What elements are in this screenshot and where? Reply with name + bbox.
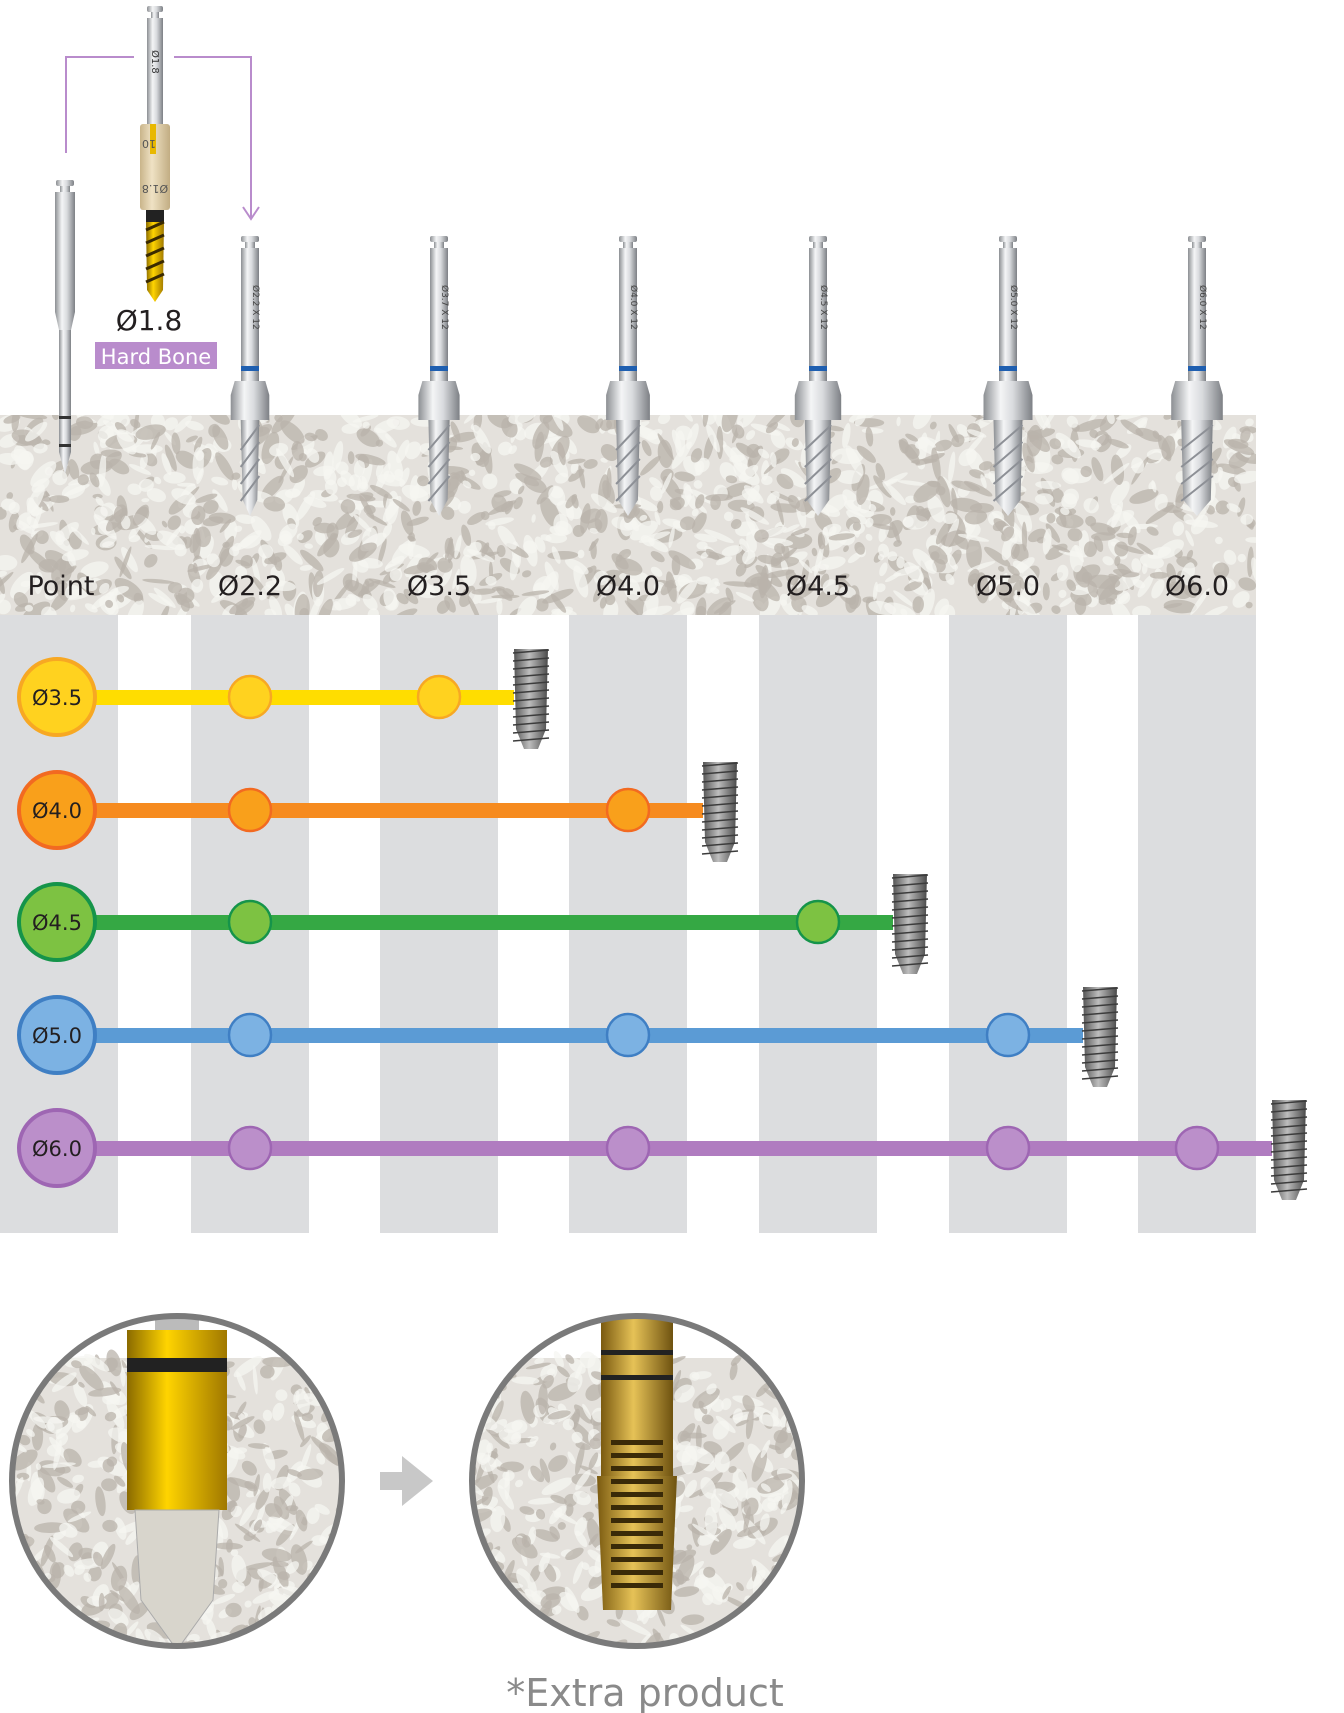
bottom-illustrations	[9, 1313, 805, 1649]
sequence-row-2: Ø4.5	[17, 874, 929, 974]
drill-in-bone-illustration	[9, 1313, 345, 1649]
implant-size-label: Ø4.0	[32, 799, 82, 823]
drill-d45: Ø4.5 X 12	[794, 236, 842, 516]
implant-placed-illustration	[469, 1313, 805, 1649]
hard-bone-tag-bg	[95, 342, 217, 369]
drill-label-d50: Ø5.0	[976, 571, 1040, 602]
sequence-row-0: Ø3.5	[17, 649, 550, 749]
drill-label-d40: Ø4.0	[596, 571, 660, 602]
sequence-rows: Ø3.5Ø4.0Ø4.5Ø5.0Ø6.0	[17, 649, 1308, 1200]
implant-size-badge	[17, 770, 97, 850]
step-dot-d40	[605, 1125, 651, 1171]
drill-d22: Ø2.2 X 12	[230, 236, 270, 516]
implant-icon	[701, 762, 739, 862]
drill-d50: Ø5.0 X 12	[983, 236, 1033, 516]
hard-bone-tag: Hard Bone	[101, 345, 211, 369]
implant-size-label: Ø4.5	[32, 911, 82, 935]
step-dot-d40	[605, 787, 651, 833]
extra-product-caption: *Extra product	[506, 1671, 784, 1713]
sequence-line	[57, 803, 703, 818]
implant-icon	[1081, 987, 1119, 1087]
svg-text:Ø1.8: Ø1.8	[142, 182, 168, 195]
sequence-row-3: Ø5.0	[17, 987, 1119, 1087]
svg-text:Ø1.8: Ø1.8	[149, 50, 161, 74]
step-dot-d22	[227, 787, 273, 833]
drill-shank-text: Ø4.5 X 12	[818, 285, 829, 330]
implant-size-badge	[17, 882, 97, 962]
step-dot-d45	[795, 899, 841, 945]
sequence-line	[57, 915, 893, 930]
implant-size-label: Ø6.0	[32, 1137, 82, 1161]
drill-label-d35: Ø3.5	[407, 571, 471, 602]
hard-bone-bracket	[65, 56, 260, 221]
implant-size-badge	[17, 1108, 97, 1188]
implant-icon	[1270, 1100, 1308, 1200]
step-dot-d60	[1174, 1125, 1220, 1171]
step-dot-d50	[985, 1125, 1031, 1171]
sequence-row-1: Ø4.0	[17, 762, 739, 862]
step-dot-d22	[227, 899, 273, 945]
implant-size-label: Ø5.0	[32, 1024, 82, 1048]
pilot-drill-label: Ø1.8	[116, 304, 183, 337]
sequence-row-4: Ø6.0	[17, 1100, 1308, 1200]
arrow-right-icon	[380, 1456, 433, 1506]
drill-shank-text: Ø3.7 X 12	[439, 285, 450, 330]
implant-icon	[512, 649, 550, 749]
drill-label-d60: Ø6.0	[1165, 571, 1229, 602]
step-dot-d50	[985, 1012, 1031, 1058]
drill-shank-text: Ø4.0 X 12	[628, 285, 639, 330]
drill-shank-text: Ø5.0 X 12	[1008, 285, 1019, 330]
drill-d35: Ø3.7 X 12	[418, 236, 460, 516]
step-dot-d22	[227, 1012, 273, 1058]
drill-label-d45: Ø4.5	[786, 571, 850, 602]
drill-label-point: Point	[27, 571, 94, 602]
arrow-down-icon	[242, 206, 260, 221]
svg-text:10: 10	[142, 137, 156, 150]
step-dot-d35	[416, 674, 462, 720]
drill-labels: Point Ø2.2 Ø3.5 Ø4.0 Ø4.5 Ø5.0 Ø6.0	[27, 571, 1229, 602]
sequence-line	[57, 690, 514, 705]
sequence-line	[57, 1028, 1083, 1043]
implant-size-label: Ø3.5	[32, 686, 82, 710]
implant-icon	[891, 874, 929, 974]
drill-shank-text: Ø6.0 X 12	[1197, 285, 1208, 330]
drill-d40: Ø4.0 X 12	[606, 236, 650, 516]
step-dot-d22	[227, 674, 273, 720]
drill-shank-text: Ø2.2 X 12	[250, 285, 261, 330]
sequence-line	[57, 1141, 1272, 1156]
step-dot-d22	[227, 1125, 273, 1171]
drill-d60: Ø6.0 X 12	[1171, 236, 1223, 516]
drill-point	[55, 180, 75, 474]
step-dot-d40	[605, 1012, 651, 1058]
implant-size-badge	[17, 995, 97, 1075]
drill-label-d22: Ø2.2	[218, 571, 282, 602]
implant-size-badge	[17, 657, 97, 737]
